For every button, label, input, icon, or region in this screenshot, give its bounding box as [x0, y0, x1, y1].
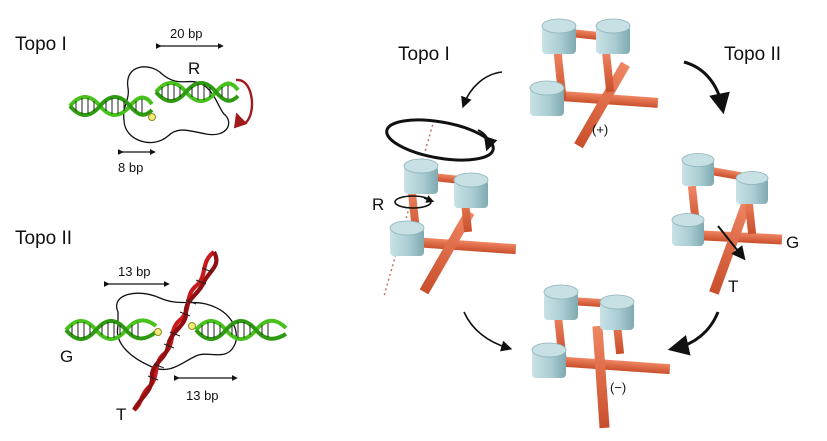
topo1-schematic: Topo I 20 bp R	[15, 26, 254, 175]
topo2-g-label: G	[60, 347, 73, 366]
cylinder	[541, 18, 577, 54]
span-20bp-label: 20 bp	[170, 26, 203, 41]
span-13bp-bottom-label: 13 bp	[186, 388, 219, 403]
topo2-enzyme-outline	[115, 292, 237, 371]
cycle-topo2-label: Topo II	[724, 44, 781, 65]
arrow-top-to-right	[683, 60, 730, 115]
model-topo2-passage: G T	[671, 153, 799, 296]
arrow-top-to-left	[461, 71, 503, 109]
model-positive: (+)	[529, 18, 659, 149]
arrow-right-to-bottom	[667, 311, 720, 356]
topo2-tyrosine-dot-left	[154, 328, 162, 336]
span-13bp-top-label: 13 bp	[118, 264, 151, 279]
topo1-dna-right	[154, 81, 240, 103]
arrow-left-to-bottom	[463, 311, 513, 352]
topo1-dna-left	[68, 95, 154, 117]
topo1-rotation-arrow	[233, 78, 254, 129]
model-topo1-rotation: R	[372, 118, 517, 297]
cylinder	[389, 220, 425, 256]
cylinder	[403, 158, 439, 194]
passage-arrow	[717, 225, 746, 261]
topo2-schematic: Topo II 13 bp	[15, 228, 288, 424]
left-r-label: R	[372, 195, 384, 214]
right-t-label: T	[728, 277, 738, 296]
topo2-dna-g-right	[194, 318, 288, 341]
topo1-r-label: R	[188, 59, 200, 78]
model-negative: (−)	[531, 284, 671, 429]
rotation-ellipse	[385, 118, 495, 162]
topo1-tyrosine-dot	[148, 113, 156, 121]
topo2-t-label: T	[116, 405, 126, 424]
cylinder	[453, 172, 489, 208]
cylinder	[681, 153, 715, 186]
topo1-title: Topo I	[15, 34, 67, 55]
cylinder	[595, 18, 631, 54]
cylinder	[543, 284, 579, 320]
cylinder	[671, 213, 705, 246]
right-g-label: G	[786, 233, 799, 252]
cylinder	[735, 171, 769, 204]
topo2-tyrosine-dot-right	[188, 322, 196, 330]
span-8bp-label: 8 bp	[118, 160, 143, 175]
topo1-enzyme-outline	[123, 66, 230, 144]
cycle-topo1-label: Topo I	[398, 44, 450, 65]
cylinder	[531, 342, 567, 378]
cylinder	[599, 294, 635, 330]
topo2-title: Topo II	[15, 228, 72, 249]
positive-sign: (+)	[592, 122, 608, 137]
topology-cycle: Topo I Topo II (+)	[372, 18, 799, 429]
cylinder	[529, 80, 565, 116]
topo2-dna-g-left	[64, 318, 158, 341]
negative-sign: (−)	[610, 380, 626, 395]
topo2-dna-t-strand	[132, 250, 219, 412]
